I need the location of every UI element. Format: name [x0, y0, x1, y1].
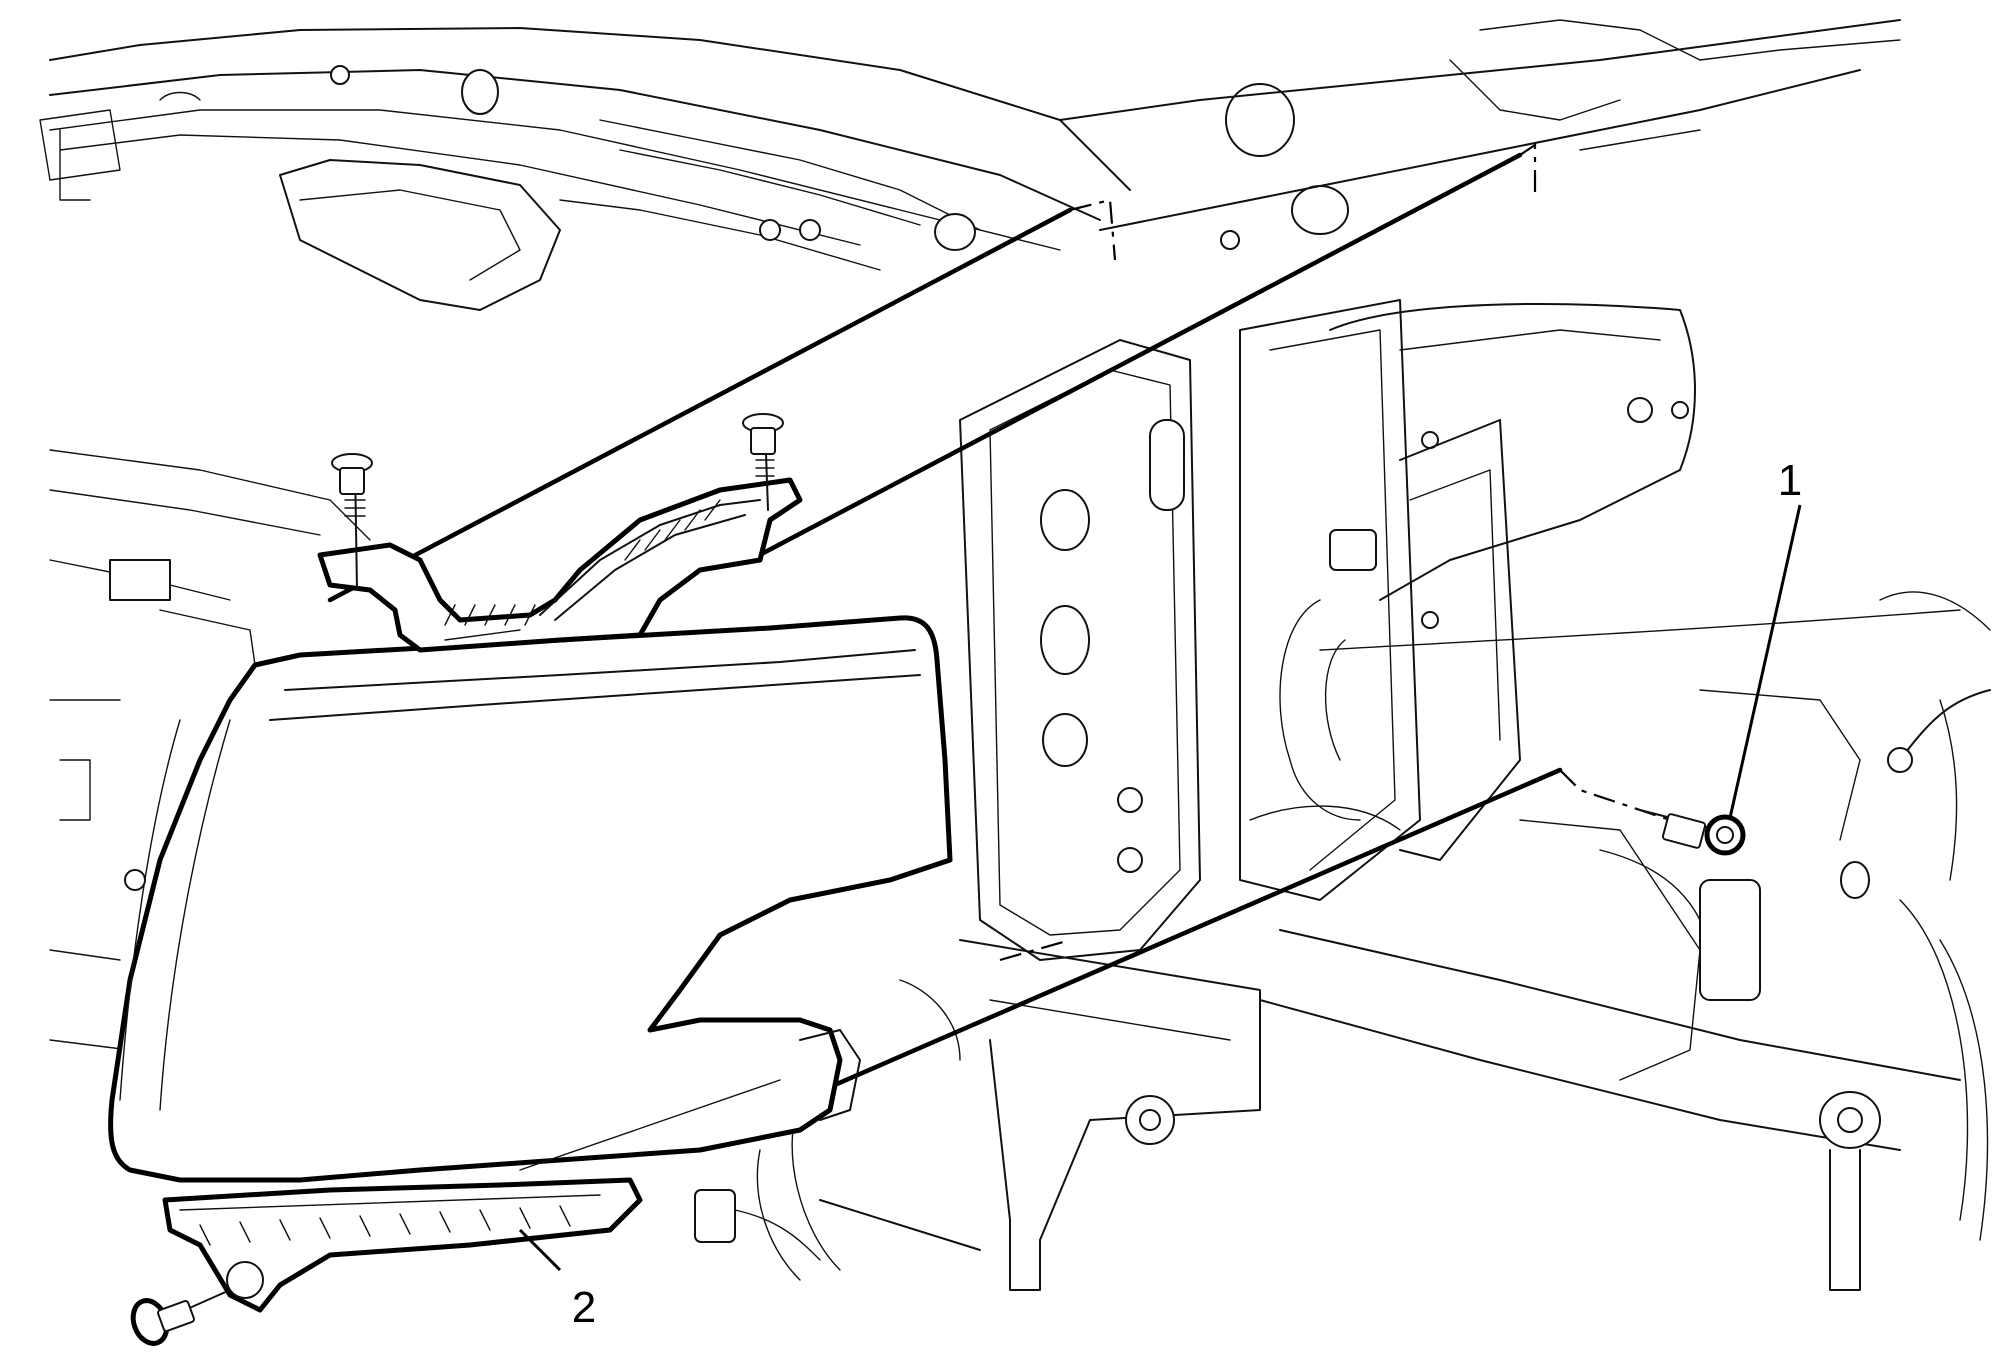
- fender-and-cowl: [1059, 19, 1961, 651]
- lower-headlamp-bolt: [130, 1289, 231, 1346]
- headlamp-assembly: [108, 477, 953, 1313]
- callout-1: 1: [1728, 456, 1802, 819]
- callout-label-1: 1: [1778, 456, 1802, 505]
- upper-tie-bar: [39, 27, 1349, 311]
- upper-left-bolt: [331, 453, 373, 591]
- radiator-support-left: [49, 449, 371, 1051]
- fender-bolt: [1639, 809, 1746, 856]
- headlamp-lens: [108, 615, 953, 1183]
- installation-guide-lines: [327, 142, 1701, 1103]
- headlamp-upper-bracket: [317, 477, 803, 653]
- callout-2: 2: [518, 1228, 596, 1332]
- front-suspension: [1259, 591, 1991, 1291]
- frame-rail-bracket: [959, 299, 1521, 961]
- headlamp-lower-bracket: [162, 1177, 643, 1313]
- lower-crossmember: [694, 939, 1261, 1291]
- upper-right-bolt: [742, 413, 784, 511]
- callout-label-2: 2: [572, 1283, 596, 1332]
